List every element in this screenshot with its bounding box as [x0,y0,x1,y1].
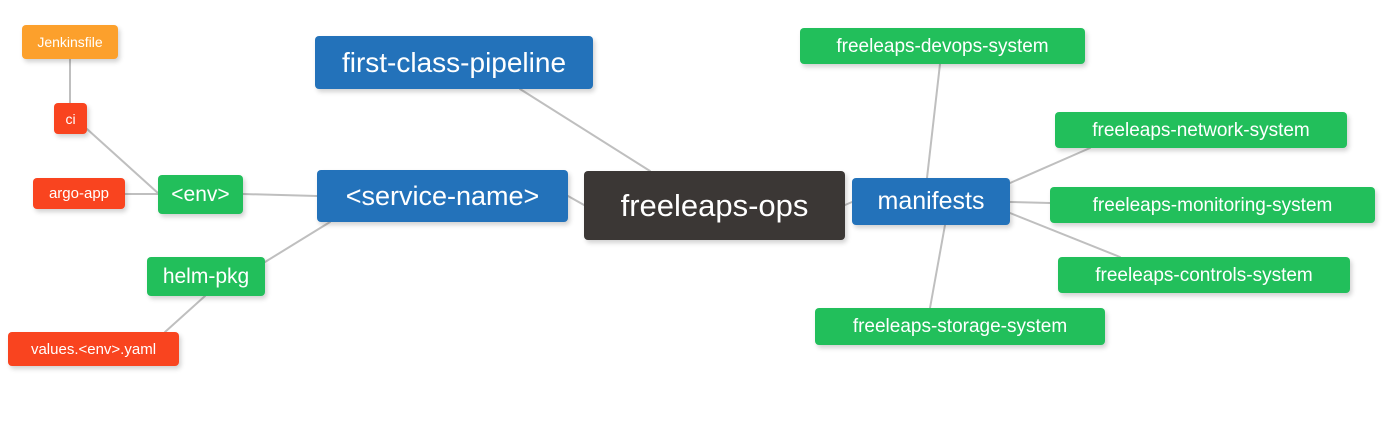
node-label-argo-app: argo-app [48,185,110,202]
edge-first-class-pipeline-to-freeleaps-ops [519,88,651,172]
edge-manifests-to-freeleaps-devops-system [926,63,941,179]
node-ci[interactable]: ci [54,103,87,134]
node-label-helm-pkg: helm-pkg [162,265,250,288]
node-label-jenkinsfile: Jenkinsfile [37,34,103,50]
node-label-freeleaps-ops: freeleaps-ops [620,188,809,223]
node-label-freeleaps-network-system: freeleaps-network-system [1092,119,1310,141]
edge-values-yaml-to-helm-pkg [164,295,206,333]
node-label-freeleaps-monitoring-system: freeleaps-monitoring-system [1092,194,1333,216]
node-jenkinsfile[interactable]: Jenkinsfile [22,25,118,59]
edge-env-to-service-name [242,193,318,197]
node-freeleaps-network-system[interactable]: freeleaps-network-system [1055,112,1347,148]
node-label-manifests: manifests [877,187,985,215]
node-helm-pkg[interactable]: helm-pkg [147,257,265,296]
node-label-service-name: <service-name> [345,180,540,211]
node-label-values-yaml: values.<env>.yaml [30,340,157,358]
node-manifests[interactable]: manifests [852,178,1010,225]
node-service-name[interactable]: <service-name> [317,170,568,222]
node-label-env: <env> [171,183,230,206]
node-label-freeleaps-storage-system: freeleaps-storage-system [852,316,1068,337]
node-label-first-class-pipeline: first-class-pipeline [341,46,567,78]
node-freeleaps-storage-system[interactable]: freeleaps-storage-system [815,308,1105,345]
node-freeleaps-monitoring-system[interactable]: freeleaps-monitoring-system [1050,187,1375,223]
node-first-class-pipeline[interactable]: first-class-pipeline [315,36,593,89]
node-env[interactable]: <env> [158,175,243,214]
node-argo-app[interactable]: argo-app [33,178,125,209]
node-values-yaml[interactable]: values.<env>.yaml [8,332,179,366]
edge-manifests-to-freeleaps-network-system [1009,147,1091,184]
node-label-freeleaps-controls-system: freeleaps-controls-system [1095,264,1313,286]
edge-freeleaps-ops-to-manifests [844,201,853,206]
edge-manifests-to-freeleaps-monitoring-system [1009,201,1051,204]
node-freeleaps-devops-system[interactable]: freeleaps-devops-system [800,28,1085,64]
node-freeleaps-ops[interactable]: freeleaps-ops [584,171,845,240]
node-label-ci: ci [65,110,76,127]
edge-service-name-to-freeleaps-ops [567,195,585,206]
edge-helm-pkg-to-service-name [264,221,331,263]
edge-manifests-to-freeleaps-storage-system [929,224,946,309]
node-label-freeleaps-devops-system: freeleaps-devops-system [836,35,1049,57]
node-freeleaps-controls-system[interactable]: freeleaps-controls-system [1058,257,1350,293]
